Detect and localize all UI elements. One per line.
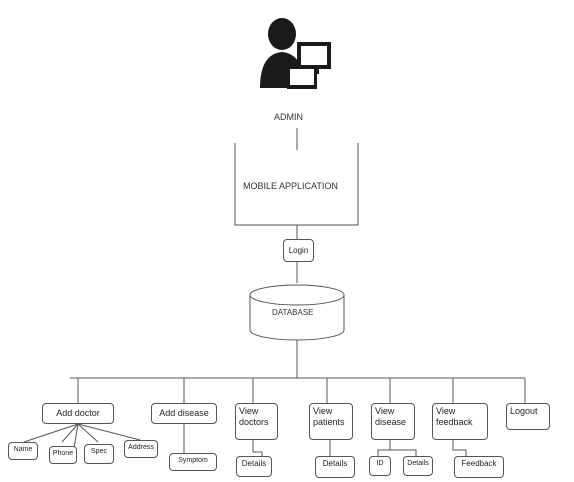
- child-phone-box: Phone: [49, 446, 77, 464]
- view-feedback-box: View feedback: [432, 403, 488, 440]
- child-feedback-box: Feedback: [454, 456, 504, 478]
- database-label: DATABASE: [272, 308, 314, 317]
- view-patients-box: View patients: [309, 403, 353, 440]
- child-id-box: ID: [369, 456, 391, 476]
- child-spec-box: Spec: [84, 444, 114, 464]
- child-disease-details-box: Details: [403, 456, 433, 476]
- admin-label: ADMIN: [274, 112, 303, 122]
- child-symptom-box: Symptom: [169, 453, 217, 471]
- add-disease-box: Add disease: [151, 403, 217, 424]
- child-address-box: Address: [124, 440, 158, 458]
- app-label: MOBILE APPLICATION: [243, 181, 338, 191]
- child-doctor-details-box: Details: [236, 456, 272, 477]
- logout-box: Logout: [506, 403, 550, 430]
- admin-user-computer-icon: [257, 10, 335, 92]
- login-box: Login: [283, 239, 314, 262]
- child-name-box: Name: [8, 442, 38, 460]
- view-doctors-box: View doctors: [235, 403, 278, 440]
- add-doctor-box: Add doctor: [42, 403, 114, 424]
- child-patient-details-box: Details: [315, 456, 355, 478]
- view-disease-box: View disease: [371, 403, 415, 440]
